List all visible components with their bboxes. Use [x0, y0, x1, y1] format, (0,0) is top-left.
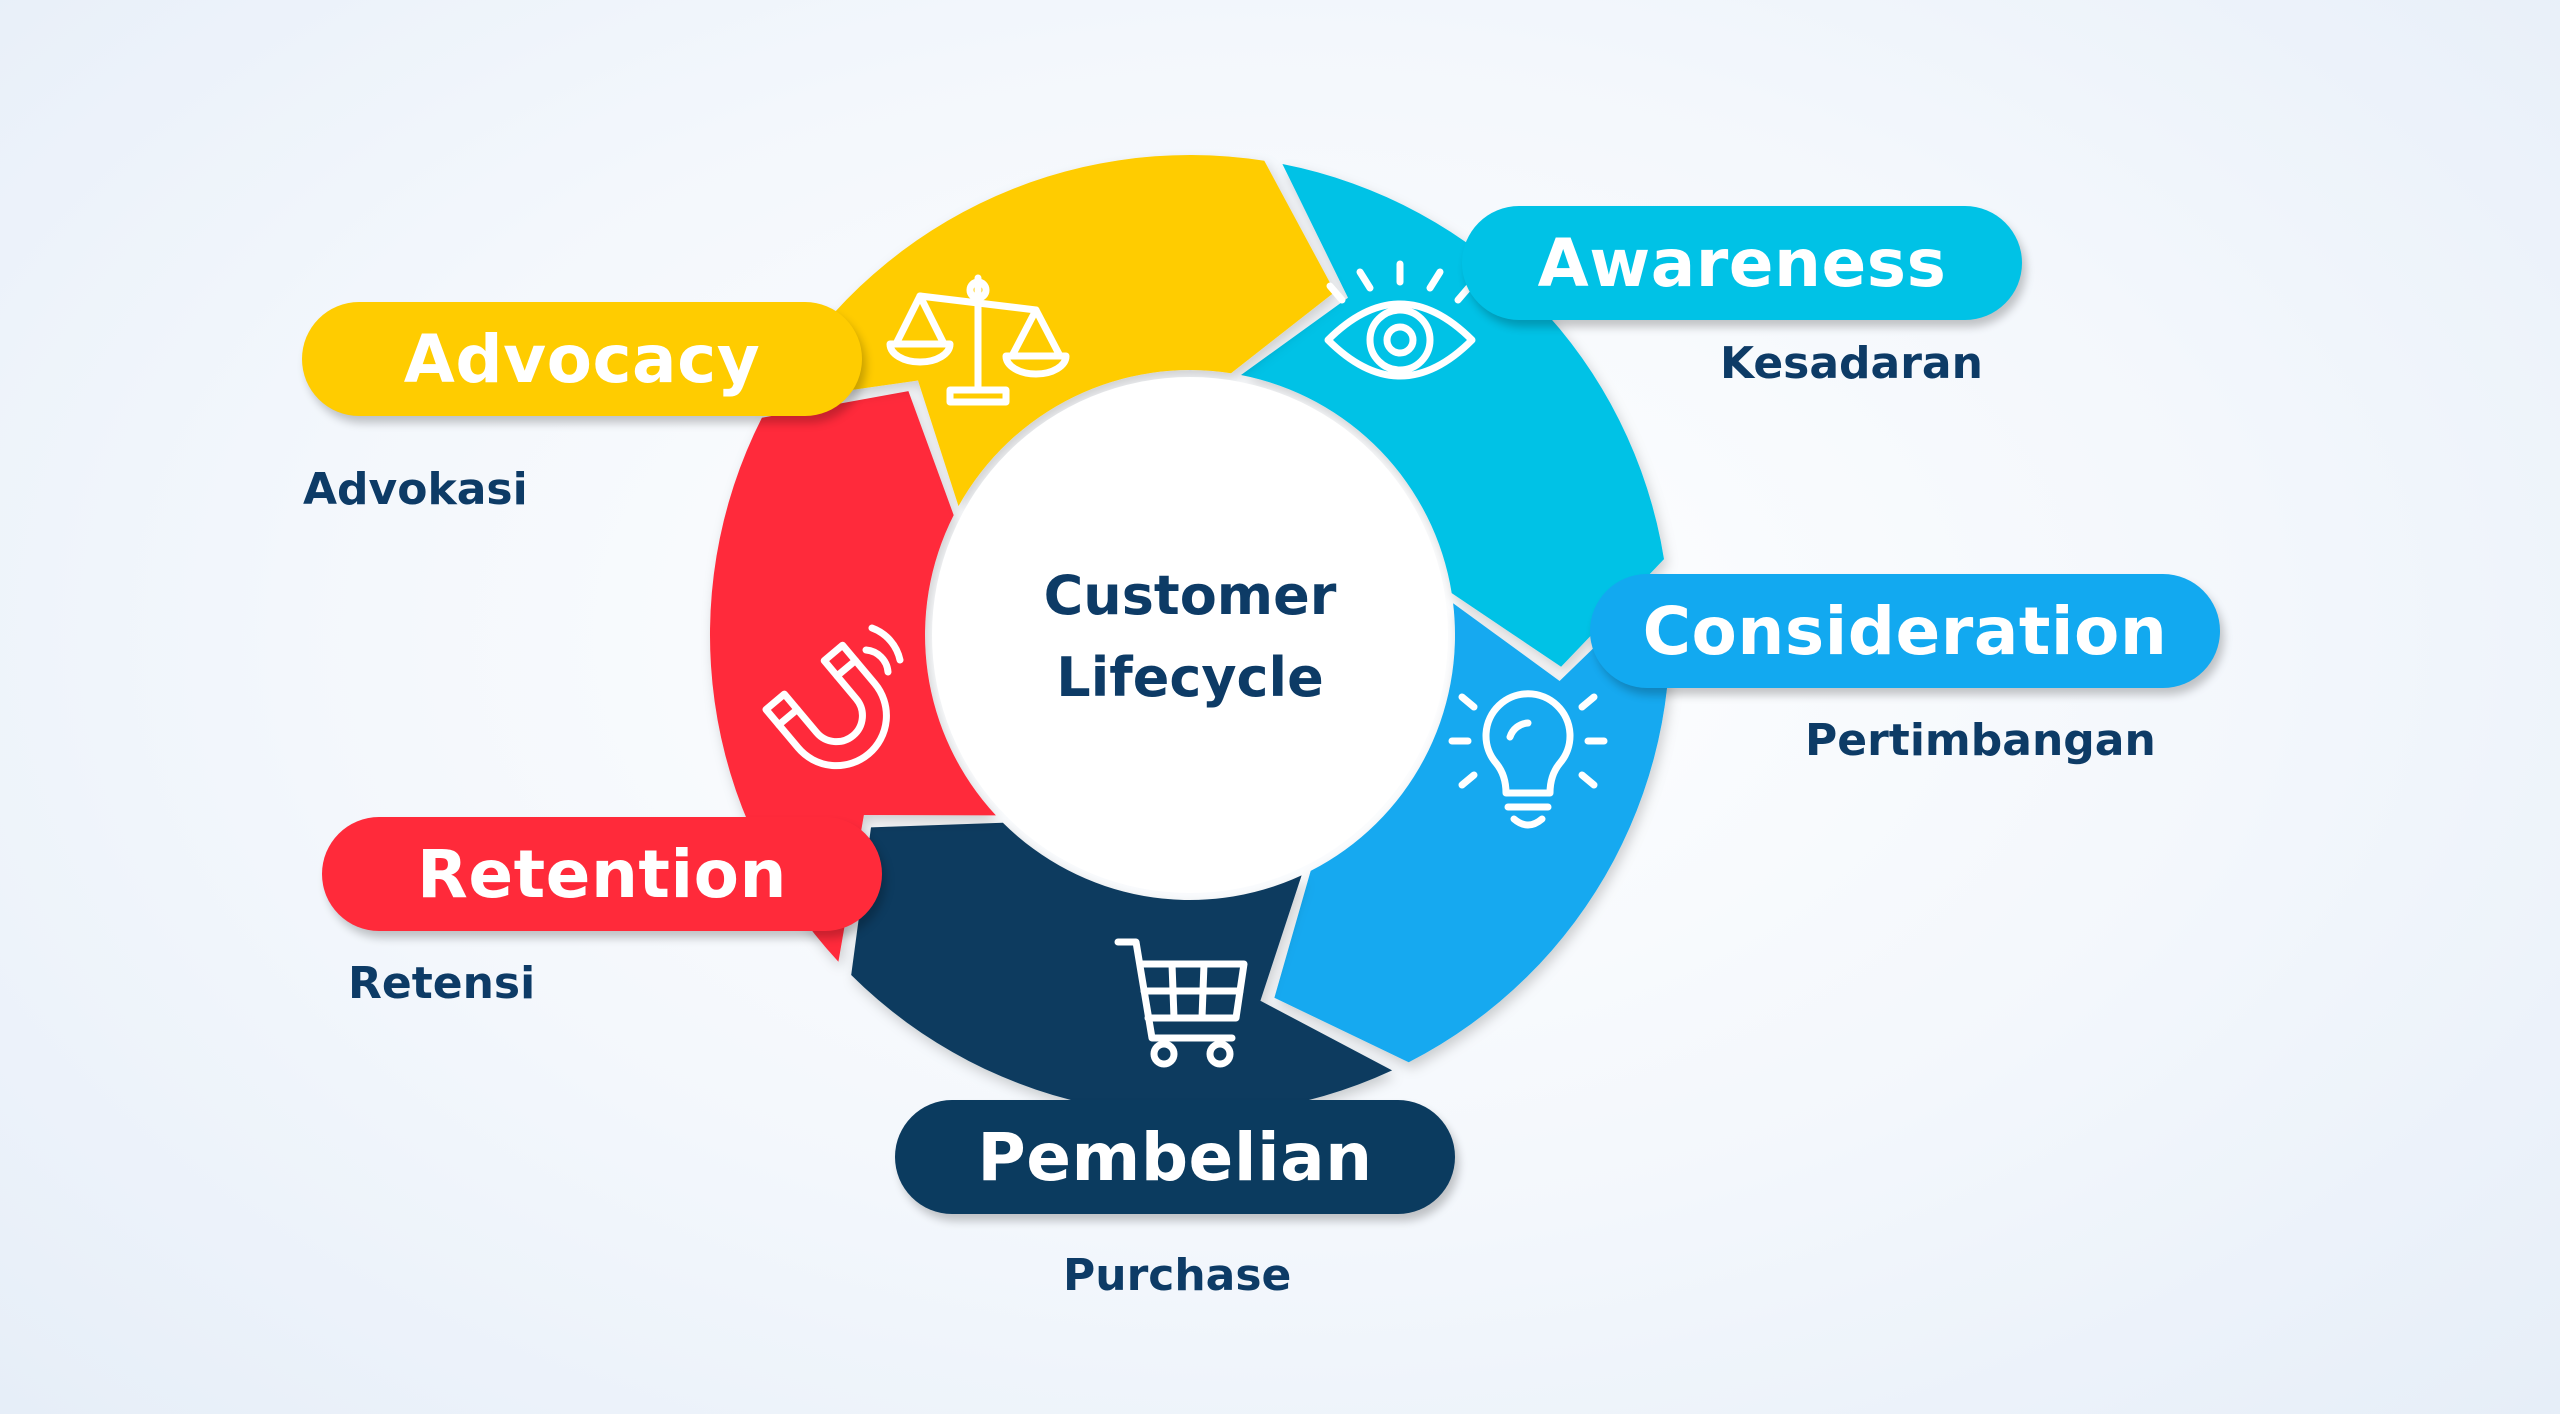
magnet-icon	[762, 641, 890, 770]
center-title-line1: Customer	[1043, 564, 1337, 627]
advocacy-pill: Advocacy	[302, 302, 862, 416]
lightbulb-icon	[1448, 690, 1608, 829]
retention-label: Retention	[417, 835, 787, 913]
consideration-label: Consideration	[1642, 592, 2168, 670]
awareness-label: Awareness	[1537, 224, 1947, 302]
awareness-segment	[1241, 164, 1664, 667]
retention-sub: Retensi	[348, 958, 536, 1009]
center-circle	[932, 377, 1448, 893]
advocacy-segment	[770, 155, 1335, 507]
retention-pill: Retention	[322, 817, 882, 931]
scales-icon	[886, 274, 1070, 406]
consideration-sub: Pertimbangan	[1805, 715, 2156, 766]
purchase-pill: Pembelian	[895, 1100, 1455, 1214]
center-title: Customer Lifecycle	[1005, 555, 1375, 719]
advocacy-sub: Advokasi	[303, 464, 528, 515]
awareness-pill: Awareness	[1462, 206, 2022, 320]
consideration-pill: Consideration	[1590, 574, 2220, 688]
purchase-sub: Purchase	[1063, 1250, 1292, 1301]
consideration-segment	[1274, 577, 1670, 1063]
purchase-label: Pembelian	[977, 1118, 1373, 1196]
shopping-cart-icon	[1114, 938, 1248, 1068]
center-title-line2: Lifecycle	[1056, 646, 1324, 709]
awareness-sub: Kesadaran	[1720, 338, 1983, 389]
advocacy-label: Advocacy	[403, 320, 761, 398]
magnet-signal-icon	[862, 624, 904, 676]
purchase-segment	[851, 822, 1393, 1116]
